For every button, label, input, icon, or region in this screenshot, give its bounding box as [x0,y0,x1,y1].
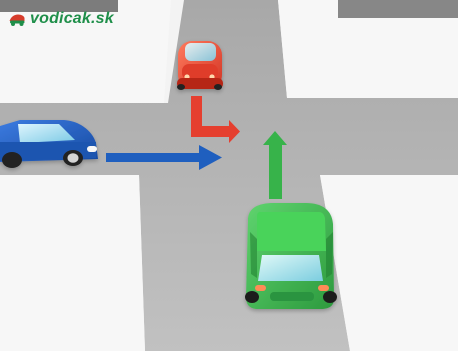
top-left-building-edge [0,0,118,12]
red-car [177,41,223,90]
green-car [245,203,337,309]
sidewalk-top-left [0,0,171,103]
top-right-building-edge [338,0,458,18]
sidewalk-bottom-left [0,175,145,351]
